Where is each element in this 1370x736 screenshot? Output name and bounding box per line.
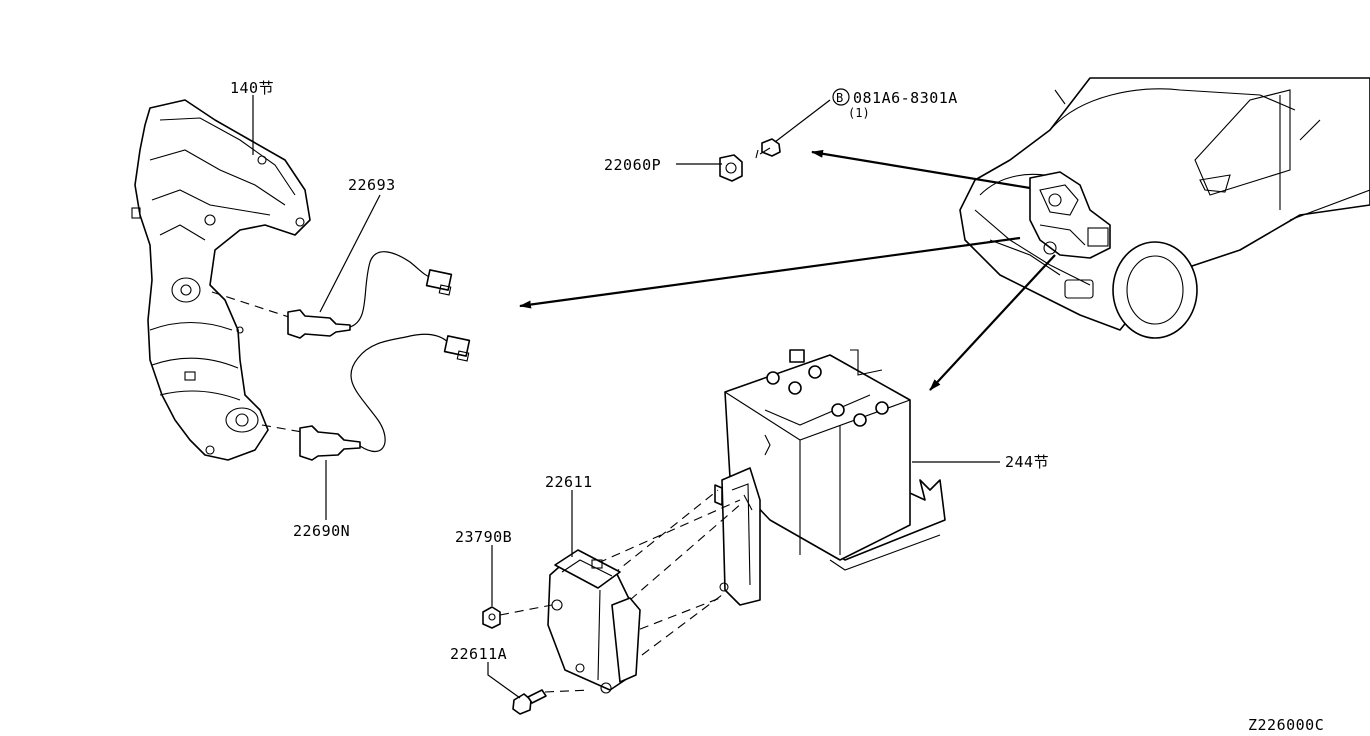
exhaust-manifold (131, 99, 311, 461)
nut-23790b (482, 606, 501, 629)
label-23790b: 23790B (455, 528, 512, 546)
label-22060p: 22060P (604, 156, 661, 174)
label-bolt-qty: (1) (848, 106, 870, 120)
front-o2-sensor (211, 251, 453, 339)
ecm-module (547, 549, 641, 694)
label-bolt-code: 081A6-8301A (853, 89, 958, 107)
rear-o2-sensor (261, 333, 471, 461)
label-22611a: 22611A (450, 645, 507, 663)
label-244: 244节 (1005, 453, 1049, 471)
bolt-symbol-letter: B (836, 91, 843, 105)
label-22611: 22611 (545, 473, 593, 491)
bolt-22611a (512, 689, 547, 715)
label-22690n: 22690N (293, 522, 350, 540)
label-22693: 22693 (348, 176, 396, 194)
label-140: 140节 (230, 79, 274, 97)
ecm-bracket (714, 467, 761, 606)
sensor-22060p (719, 138, 781, 182)
figure-code: Z226000C (1248, 716, 1324, 734)
battery-assembly (724, 349, 946, 571)
bolt-symbol-circle (832, 88, 850, 106)
vehicle-front-view (959, 77, 1370, 339)
